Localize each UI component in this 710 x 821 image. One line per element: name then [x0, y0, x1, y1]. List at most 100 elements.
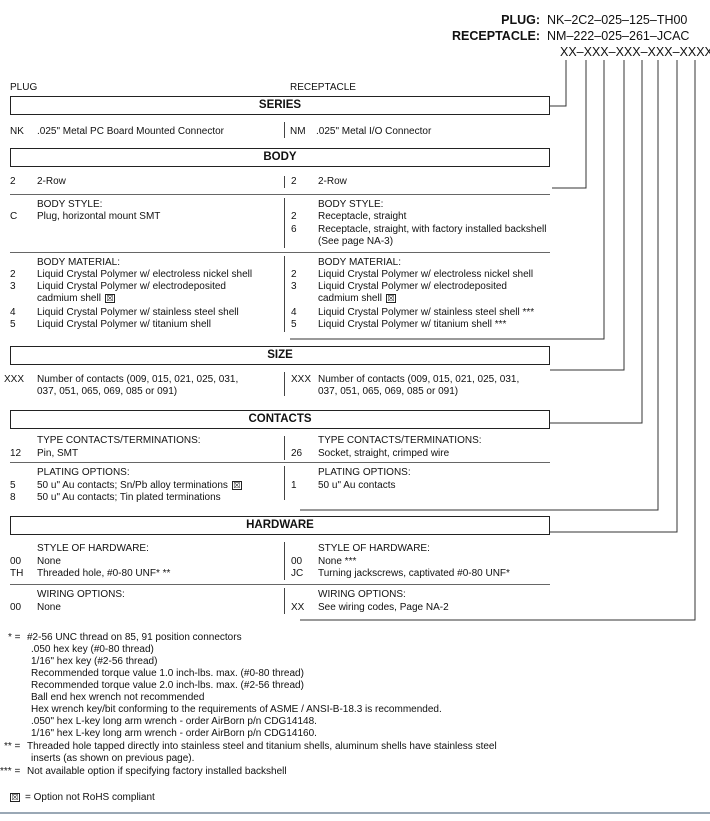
contacts-plating-divider — [284, 466, 285, 500]
note-star2-line: Threaded hole tapped directly into stain… — [27, 741, 497, 752]
hardware-rec-desc-2: Turning jackscrews, captivated #0-80 UNF… — [318, 568, 510, 579]
hardware-wiring-divider — [284, 588, 285, 614]
body-material-plug-desc-3b-text: cadmium shell — [37, 293, 101, 304]
body-material-plug-desc-5: Liquid Crystal Polymer w/ titanium shell — [37, 319, 211, 330]
contacts-type-divider — [284, 436, 285, 460]
size-rec-desc-1: Number of contacts (009, 015, 021, 025, … — [318, 374, 520, 385]
contacts-type-rec-desc: Socket, straight, crimped wire — [318, 448, 450, 459]
body-style-rec-1-desc: Receptacle, straight — [318, 211, 407, 222]
hardware-style-divider — [284, 542, 285, 580]
hardware-rec-code-2: JC — [291, 568, 304, 579]
body-material-plug-code-5: 5 — [10, 319, 16, 330]
hardware-wiring-heading-rec: WIRING OPTIONS: — [318, 589, 406, 600]
page-bottom-rule — [0, 812, 710, 814]
body-section-header: BODY — [10, 148, 550, 167]
note-star1-line: 1/16" hex L-key long arm wrench - order … — [31, 728, 317, 739]
note-star1-line: #2-56 UNC thread on 85, 91 position conn… — [27, 632, 242, 643]
contacts-type-plug-desc: Pin, SMT — [37, 448, 79, 459]
body-material-rec-desc-3b: cadmium shell☒ — [318, 293, 396, 304]
note-star1-line: Hex wrench key/bit conforming to the req… — [31, 704, 442, 715]
not-rohs-icon: ☒ — [385, 293, 396, 303]
body-row-plug-desc: 2-Row — [37, 176, 66, 187]
body-material-plug-code-2: 2 — [10, 269, 16, 280]
receptacle-code-label: RECEPTACLE: — [452, 29, 540, 43]
body-material-rule — [10, 252, 550, 253]
contacts-type-heading-plug: TYPE CONTACTS/TERMINATIONS: — [37, 435, 201, 446]
contacts-type-heading-rec: TYPE CONTACTS/TERMINATIONS: — [318, 435, 482, 446]
size-divider — [284, 372, 285, 396]
hardware-wiring-rec-code: XX — [291, 602, 305, 613]
body-style-heading-rec: BODY STYLE: — [318, 199, 384, 210]
part-number-template: XX–XXX–XXX–XXX–XXXX — [560, 45, 710, 59]
contacts-section-header: CONTACTS — [10, 410, 550, 429]
body-material-divider — [284, 256, 285, 332]
body-material-plug-desc-2: Liquid Crystal Polymer w/ electroless ni… — [37, 269, 253, 280]
size-plug-desc-1: Number of contacts (009, 015, 021, 025, … — [37, 374, 239, 385]
hardware-plug-desc-2: Threaded hole, #0-80 UNF* ** — [37, 568, 171, 579]
hardware-rec-code-1: 00 — [291, 556, 303, 567]
contacts-plating-heading-plug: PLATING OPTIONS: — [37, 467, 130, 478]
hardware-wiring-plug-code: 00 — [10, 602, 22, 613]
hardware-plug-code-1: 00 — [10, 556, 22, 567]
note-star1-line: .050" hex L-key long arm wrench - order … — [31, 716, 317, 727]
body-style-rec-1-code: 2 — [291, 211, 297, 222]
contacts-plating-plug-code-1: 5 — [10, 480, 16, 491]
body-material-rec-code-4: 4 — [291, 307, 297, 318]
body-material-rec-desc-2: Liquid Crystal Polymer w/ electroless ni… — [318, 269, 534, 280]
note-star1-mark: * = — [8, 632, 21, 643]
size-plug-code: XXX — [4, 374, 25, 385]
body-material-heading-rec: BODY MATERIAL: — [318, 257, 401, 268]
plug-part-number: NK–2C2–025–125–TH00 — [547, 13, 688, 27]
body-material-plug-desc-4: Liquid Crystal Polymer w/ stainless stee… — [37, 307, 239, 318]
plug-column-header: PLUG — [10, 82, 38, 93]
hardware-rec-desc-1: None *** — [318, 556, 357, 567]
hardware-wiring-rule — [10, 584, 550, 585]
body-material-plug-code-3: 3 — [10, 281, 16, 292]
hardware-plug-code-2: TH — [10, 568, 24, 579]
hardware-section-header: HARDWARE — [10, 516, 550, 535]
rohs-legend: ☒= Option not RoHS compliant — [10, 792, 155, 803]
body-style-rec-2-code: 6 — [291, 224, 297, 235]
not-rohs-icon: ☒ — [104, 293, 115, 303]
series-rec-code: NM — [290, 126, 306, 137]
note-star1-line: Recommended torque value 2.0 inch-lbs. m… — [31, 680, 304, 691]
body-style-heading-plug: BODY STYLE: — [37, 199, 103, 210]
note-star1-line: Ball end hex wrench not recommended — [31, 692, 205, 703]
body-row-rec-desc: 2-Row — [318, 176, 347, 187]
body-style-rule — [10, 194, 550, 195]
contacts-plating-plug-desc-1: 50 u" Au contacts; Sn/Pb alloy terminati… — [37, 480, 242, 491]
hardware-plug-desc-1: None — [37, 556, 61, 567]
contacts-plating-rule — [10, 462, 550, 463]
body-material-rec-code-3: 3 — [291, 281, 297, 292]
series-plug-desc: .025" Metal PC Board Mounted Connector — [37, 126, 224, 137]
note-star1-line: Recommended torque value 1.0 inch-lbs. m… — [31, 668, 304, 679]
rohs-legend-text: = Option not RoHS compliant — [25, 792, 155, 803]
note-star3-mark: *** = — [0, 766, 21, 777]
contacts-plating-heading-rec: PLATING OPTIONS: — [318, 467, 411, 478]
not-rohs-icon: ☒ — [231, 480, 242, 490]
body-material-rec-desc-4: Liquid Crystal Polymer w/ stainless stee… — [318, 307, 535, 318]
note-star3-text: Not available option if specifying facto… — [27, 766, 287, 777]
contacts-type-plug-code: 12 — [10, 448, 22, 459]
body-material-plug-desc-3: Liquid Crystal Polymer w/ electrodeposit… — [37, 281, 226, 292]
body-material-rec-desc-3b-text: cadmium shell — [318, 293, 382, 304]
contacts-plating-plug-code-2: 8 — [10, 492, 16, 503]
size-plug-desc-2: 037, 051, 065, 069, 085 or 091) — [37, 386, 178, 397]
series-rec-desc: .025" Metal I/O Connector — [316, 126, 432, 137]
body-style-rec-2-note: (See page NA-3) — [318, 236, 394, 247]
body-material-rec-desc-3: Liquid Crystal Polymer w/ electrodeposit… — [318, 281, 507, 292]
body-row-plug-code: 2 — [10, 176, 16, 187]
body-row-divider — [284, 176, 285, 188]
receptacle-part-number: NM–222–025–261–JCAC — [547, 29, 690, 43]
body-material-plug-desc-3b: cadmium shell☒ — [37, 293, 115, 304]
body-material-rec-desc-5: Liquid Crystal Polymer w/ titanium shell… — [318, 319, 507, 330]
series-section-header: SERIES — [10, 96, 550, 115]
note-star2-mark: ** = — [4, 741, 21, 752]
hardware-wiring-heading-plug: WIRING OPTIONS: — [37, 589, 125, 600]
body-material-plug-code-4: 4 — [10, 307, 16, 318]
series-plug-code: NK — [10, 126, 24, 137]
body-style-plug-desc: Plug, horizontal mount SMT — [37, 211, 161, 222]
contacts-plating-rec-desc: 50 u" Au contacts — [318, 480, 396, 491]
note-star2-line: inserts (as shown on previous page). — [31, 753, 195, 764]
